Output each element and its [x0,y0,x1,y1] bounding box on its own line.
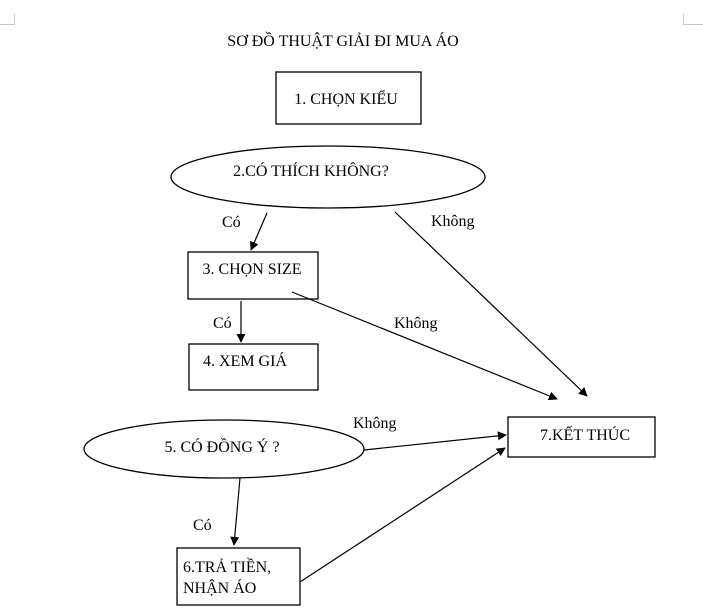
node-xem-gia-label: 4. XEM GIÁ [203,351,287,370]
node-chon-kieu: 1. CHỌN KIỂU [275,71,422,125]
page-corner-mark-right-vertical [683,14,684,25]
node-co-thich-ellipse [170,145,486,209]
node-co-thich: 2.CÓ THÍCH KHÔNG? [170,145,486,209]
node-xem-gia: 4. XEM GIÁ [188,343,319,391]
edge-label-size-khong: Không [394,315,438,332]
node-tra-tien-label-line1: 6.TRẢ TIỀN, [183,557,271,576]
edge-tra-tien-to-ket-thuc-arrow [299,447,506,583]
node-tra-tien: 6.TRẢ TIỀN, NHẬN ÁO [176,547,301,606]
node-ket-thuc-label: 7.KẾT THÚC [540,425,630,444]
node-tra-tien-box [176,547,301,606]
page-corner-mark-left [0,24,14,25]
node-chon-kieu-box [275,71,422,125]
diagram-title: SƠ ĐỒ THUẬT GIẢI ĐI MUA ÁO [227,31,458,50]
node-chon-kieu-label: 1. CHỌN KIỂU [294,89,398,108]
node-co-thich-label: 2.CÓ THÍCH KHÔNG? [233,161,389,180]
edge-label-dong-y-co: Có [193,517,212,534]
node-xem-gia-box [188,343,319,391]
edge-thich-to-size-arrow [250,212,268,251]
page-corner-mark-right [683,24,703,25]
edge-label-size-co: Có [213,315,232,332]
node-tra-tien-label-line2: NHẬN ÁO [183,578,256,597]
node-chon-size: 3. CHỌN SIZE [187,251,319,300]
node-chon-size-box [187,251,319,300]
node-ket-thuc-box [507,416,656,458]
page-corner-mark-left-vertical [14,14,15,25]
edge-label-thich-co: Có [222,214,241,231]
edge-label-dong-y-khong: Không [353,415,397,432]
node-chon-size-label: 3. CHỌN SIZE [202,261,301,278]
node-co-dong-y: 5. CÓ ĐỒNG Ý ? [83,419,365,479]
edge-size-to-ket-thuc-arrow [291,291,558,401]
edge-label-thich-khong: Không [431,213,475,230]
edge-thich-to-ket-thuc-arrow [394,211,588,397]
edge-dong-y-to-ket-thuc-arrow [363,431,507,451]
node-ket-thuc: 7.KẾT THÚC [507,416,656,458]
node-co-dong-y-ellipse [83,419,365,479]
edge-dong-y-to-tra-tien-arrow [230,477,241,546]
node-co-dong-y-label: 5. CÓ ĐỒNG Ý ? [164,437,279,456]
